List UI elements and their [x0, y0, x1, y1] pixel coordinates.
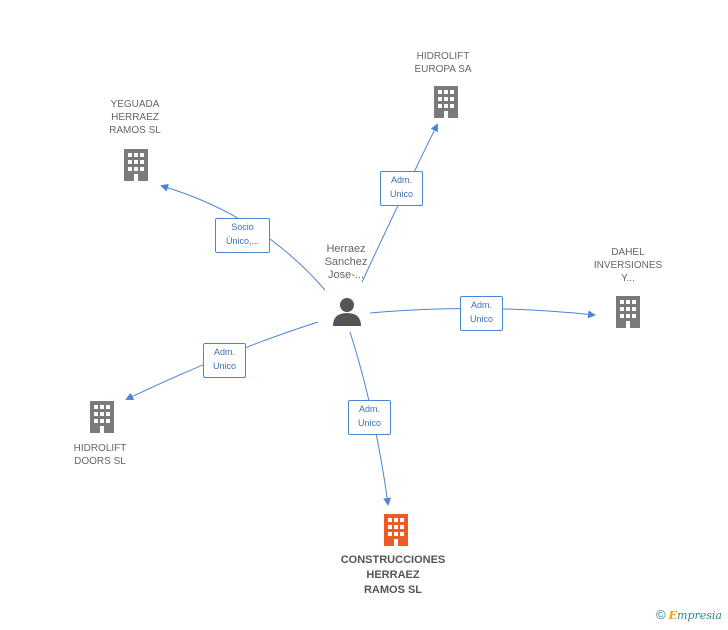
building-icon[interactable] [616, 296, 640, 328]
empresia-logo[interactable]: Empresia [668, 609, 722, 622]
building-icon[interactable] [90, 401, 114, 433]
building-icon[interactable] [434, 86, 458, 118]
building-icon-main[interactable] [384, 514, 408, 546]
building-icon[interactable] [124, 149, 148, 181]
edge-label-construcciones: Adm. Unico [348, 400, 391, 435]
edge-label-dahel: Adm. Unico [460, 296, 503, 331]
company-label-hidrolift-doors[interactable]: HIDROLIFT DOORS SL [73, 443, 127, 467]
company-label-hidrolift-europa[interactable]: HIDROLIFT EUROPA SA [414, 51, 472, 75]
edge-label-hidrolift-doors: Adm. Unico [203, 343, 246, 378]
copyright-footer: © Empresia [656, 607, 722, 622]
company-label-dahel[interactable]: DAHEL INVERSIONES Y... [593, 247, 663, 284]
edge-label-hidrolift-europa: Adm. Unico [380, 171, 423, 206]
company-label-construcciones[interactable]: CONSTRUCCIONES HERRAEZ RAMOS SL [340, 554, 446, 596]
person-label[interactable]: Herraez Sanchez Jose-... [324, 243, 368, 281]
copyright-icon: © [655, 607, 666, 622]
person-icon[interactable] [333, 298, 361, 326]
company-label-yeguada[interactable]: YEGUADA HERRAEZ RAMOS SL [109, 99, 161, 136]
edge-label-yeguada: Socio Único,... [215, 218, 270, 253]
